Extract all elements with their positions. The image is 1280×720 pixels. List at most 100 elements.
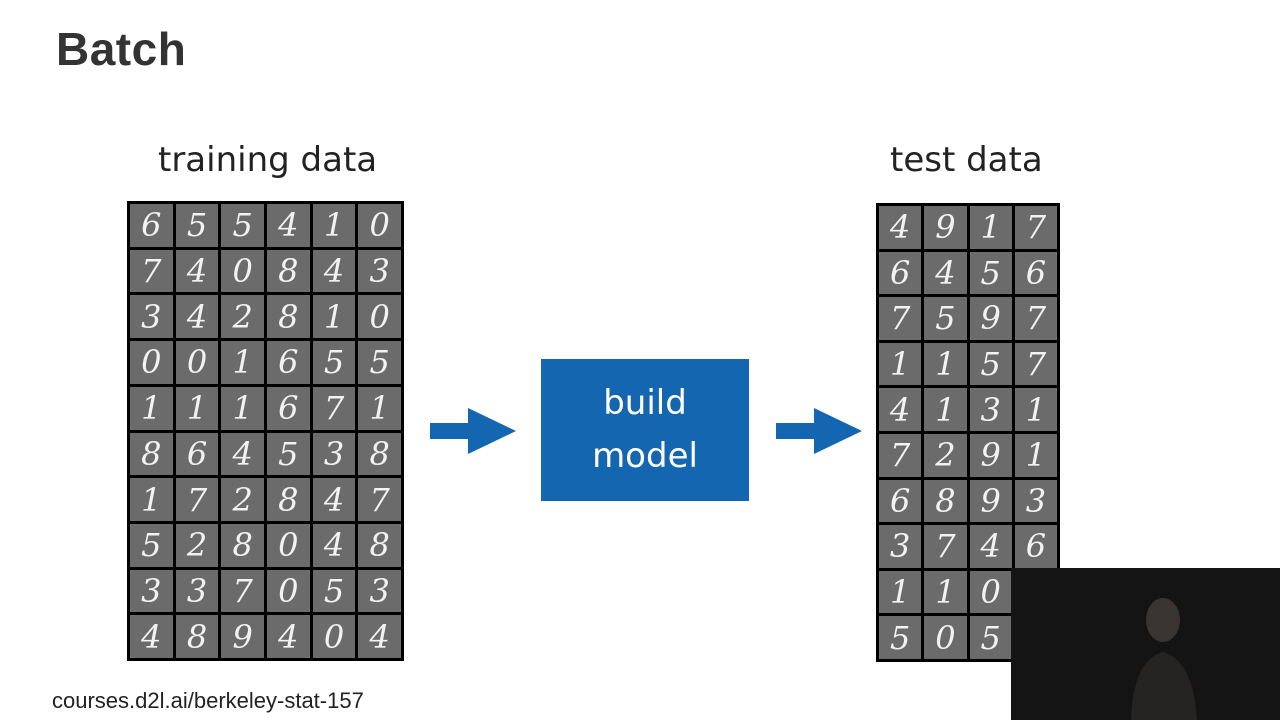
training-data-label: training data (158, 140, 378, 180)
digit-cell: 4 (312, 249, 356, 293)
digit-cell: 4 (879, 206, 922, 249)
digit-cell: 0 (267, 523, 310, 567)
digit-cell: 4 (221, 432, 264, 476)
digit-cell: 7 (175, 478, 219, 521)
digit-cell: 3 (175, 569, 219, 613)
digit-cell: 3 (130, 569, 173, 613)
digit-cell: 8 (267, 295, 310, 339)
build-model-line1: build (603, 383, 687, 424)
digit-cell: 4 (175, 249, 219, 293)
digit-cell: 5 (879, 616, 922, 659)
digit-cell: 0 (924, 616, 967, 659)
digit-cell: 5 (221, 204, 264, 247)
digit-cell: 3 (130, 295, 173, 339)
digit-cell: 3 (312, 432, 356, 476)
digit-cell: 7 (221, 569, 264, 613)
digit-cell: 9 (924, 206, 967, 249)
digit-cell: 1 (130, 478, 173, 521)
digit-cell: 2 (221, 295, 264, 339)
digit-cell: 4 (267, 615, 310, 658)
digit-cell: 3 (969, 388, 1012, 431)
digit-cell: 1 (221, 386, 264, 430)
digit-cell: 5 (175, 204, 219, 247)
build-model-line2: model (592, 436, 698, 476)
digit-cell: 5 (924, 297, 967, 340)
digit-cell: 8 (358, 432, 401, 476)
digit-cell: 7 (358, 478, 401, 521)
digit-cell: 4 (312, 523, 356, 567)
digit-cell: 7 (1014, 297, 1057, 340)
digit-cell: 7 (879, 297, 922, 340)
digit-cell: 1 (130, 386, 173, 430)
digit-cell: 0 (969, 570, 1012, 614)
digit-cell: 8 (130, 432, 173, 476)
digit-cell: 2 (924, 433, 967, 477)
digit-cell: 0 (175, 341, 219, 384)
digit-cell: 5 (312, 569, 356, 613)
digit-cell: 7 (1014, 342, 1057, 386)
digit-cell: 1 (924, 570, 967, 614)
digit-cell: 1 (358, 386, 401, 430)
digit-cell: 8 (175, 615, 219, 658)
digit-cell: 6 (1014, 525, 1057, 568)
digit-cell: 1 (312, 204, 356, 247)
digit-cell: 4 (924, 251, 967, 295)
digit-cell: 4 (879, 388, 922, 431)
digit-cell: 1 (312, 295, 356, 339)
digit-cell: 4 (312, 478, 356, 521)
arrow-right-icon (430, 408, 516, 454)
digit-cell: 6 (267, 386, 310, 430)
digit-cell: 0 (358, 204, 401, 247)
digit-cell: 1 (1014, 388, 1057, 431)
slide-title: Batch (56, 23, 187, 75)
digit-cell: 0 (358, 295, 401, 339)
digit-cell: 6 (1014, 251, 1057, 295)
digit-cell: 0 (267, 569, 310, 613)
digit-cell: 9 (969, 433, 1012, 477)
digit-cell: 6 (879, 479, 922, 523)
digit-cell: 0 (221, 249, 264, 293)
digit-cell: 1 (969, 206, 1012, 249)
course-url: courses.d2l.ai/berkeley-stat-157 (52, 688, 364, 713)
digit-cell: 7 (130, 249, 173, 293)
digit-cell: 5 (969, 616, 1012, 659)
digit-cell: 2 (175, 523, 219, 567)
digit-cell: 4 (175, 295, 219, 339)
digit-cell: 4 (969, 525, 1012, 568)
digit-cell: 0 (130, 341, 173, 384)
digit-cell: 0 (312, 615, 356, 658)
digit-cell: 5 (312, 341, 356, 384)
digit-cell: 1 (879, 342, 922, 386)
digit-cell: 1 (221, 341, 264, 384)
digit-cell: 8 (358, 523, 401, 567)
presenter-video-overlay (1011, 568, 1280, 720)
digit-cell: 8 (267, 478, 310, 521)
arrow-right-icon (776, 408, 862, 454)
digit-cell: 4 (358, 615, 401, 658)
digit-cell: 8 (267, 249, 310, 293)
digit-cell: 3 (358, 569, 401, 613)
digit-cell: 5 (267, 432, 310, 476)
test-digit-grid: 4917645675971157413172916893374611005055 (876, 203, 1060, 662)
presenter-silhouette-icon (1131, 598, 1197, 720)
digit-cell: 5 (358, 341, 401, 384)
digit-cell: 4 (267, 204, 310, 247)
digit-cell: 1 (924, 388, 967, 431)
digit-cell: 9 (969, 297, 1012, 340)
digit-cell: 3 (358, 249, 401, 293)
digit-cell: 1 (879, 570, 922, 614)
digit-cell: 7 (1014, 206, 1057, 249)
digit-cell: 1 (175, 386, 219, 430)
digit-cell: 9 (221, 615, 264, 658)
digit-cell: 6 (130, 204, 173, 247)
digit-cell: 8 (924, 479, 967, 523)
digit-cell: 3 (879, 525, 922, 568)
digit-cell: 2 (221, 478, 264, 521)
digit-cell: 7 (312, 386, 356, 430)
digit-cell: 4 (130, 615, 173, 658)
digit-cell: 7 (924, 525, 967, 568)
digit-cell: 8 (221, 523, 264, 567)
digit-cell: 5 (969, 342, 1012, 386)
test-data-label: test data (890, 140, 1043, 180)
